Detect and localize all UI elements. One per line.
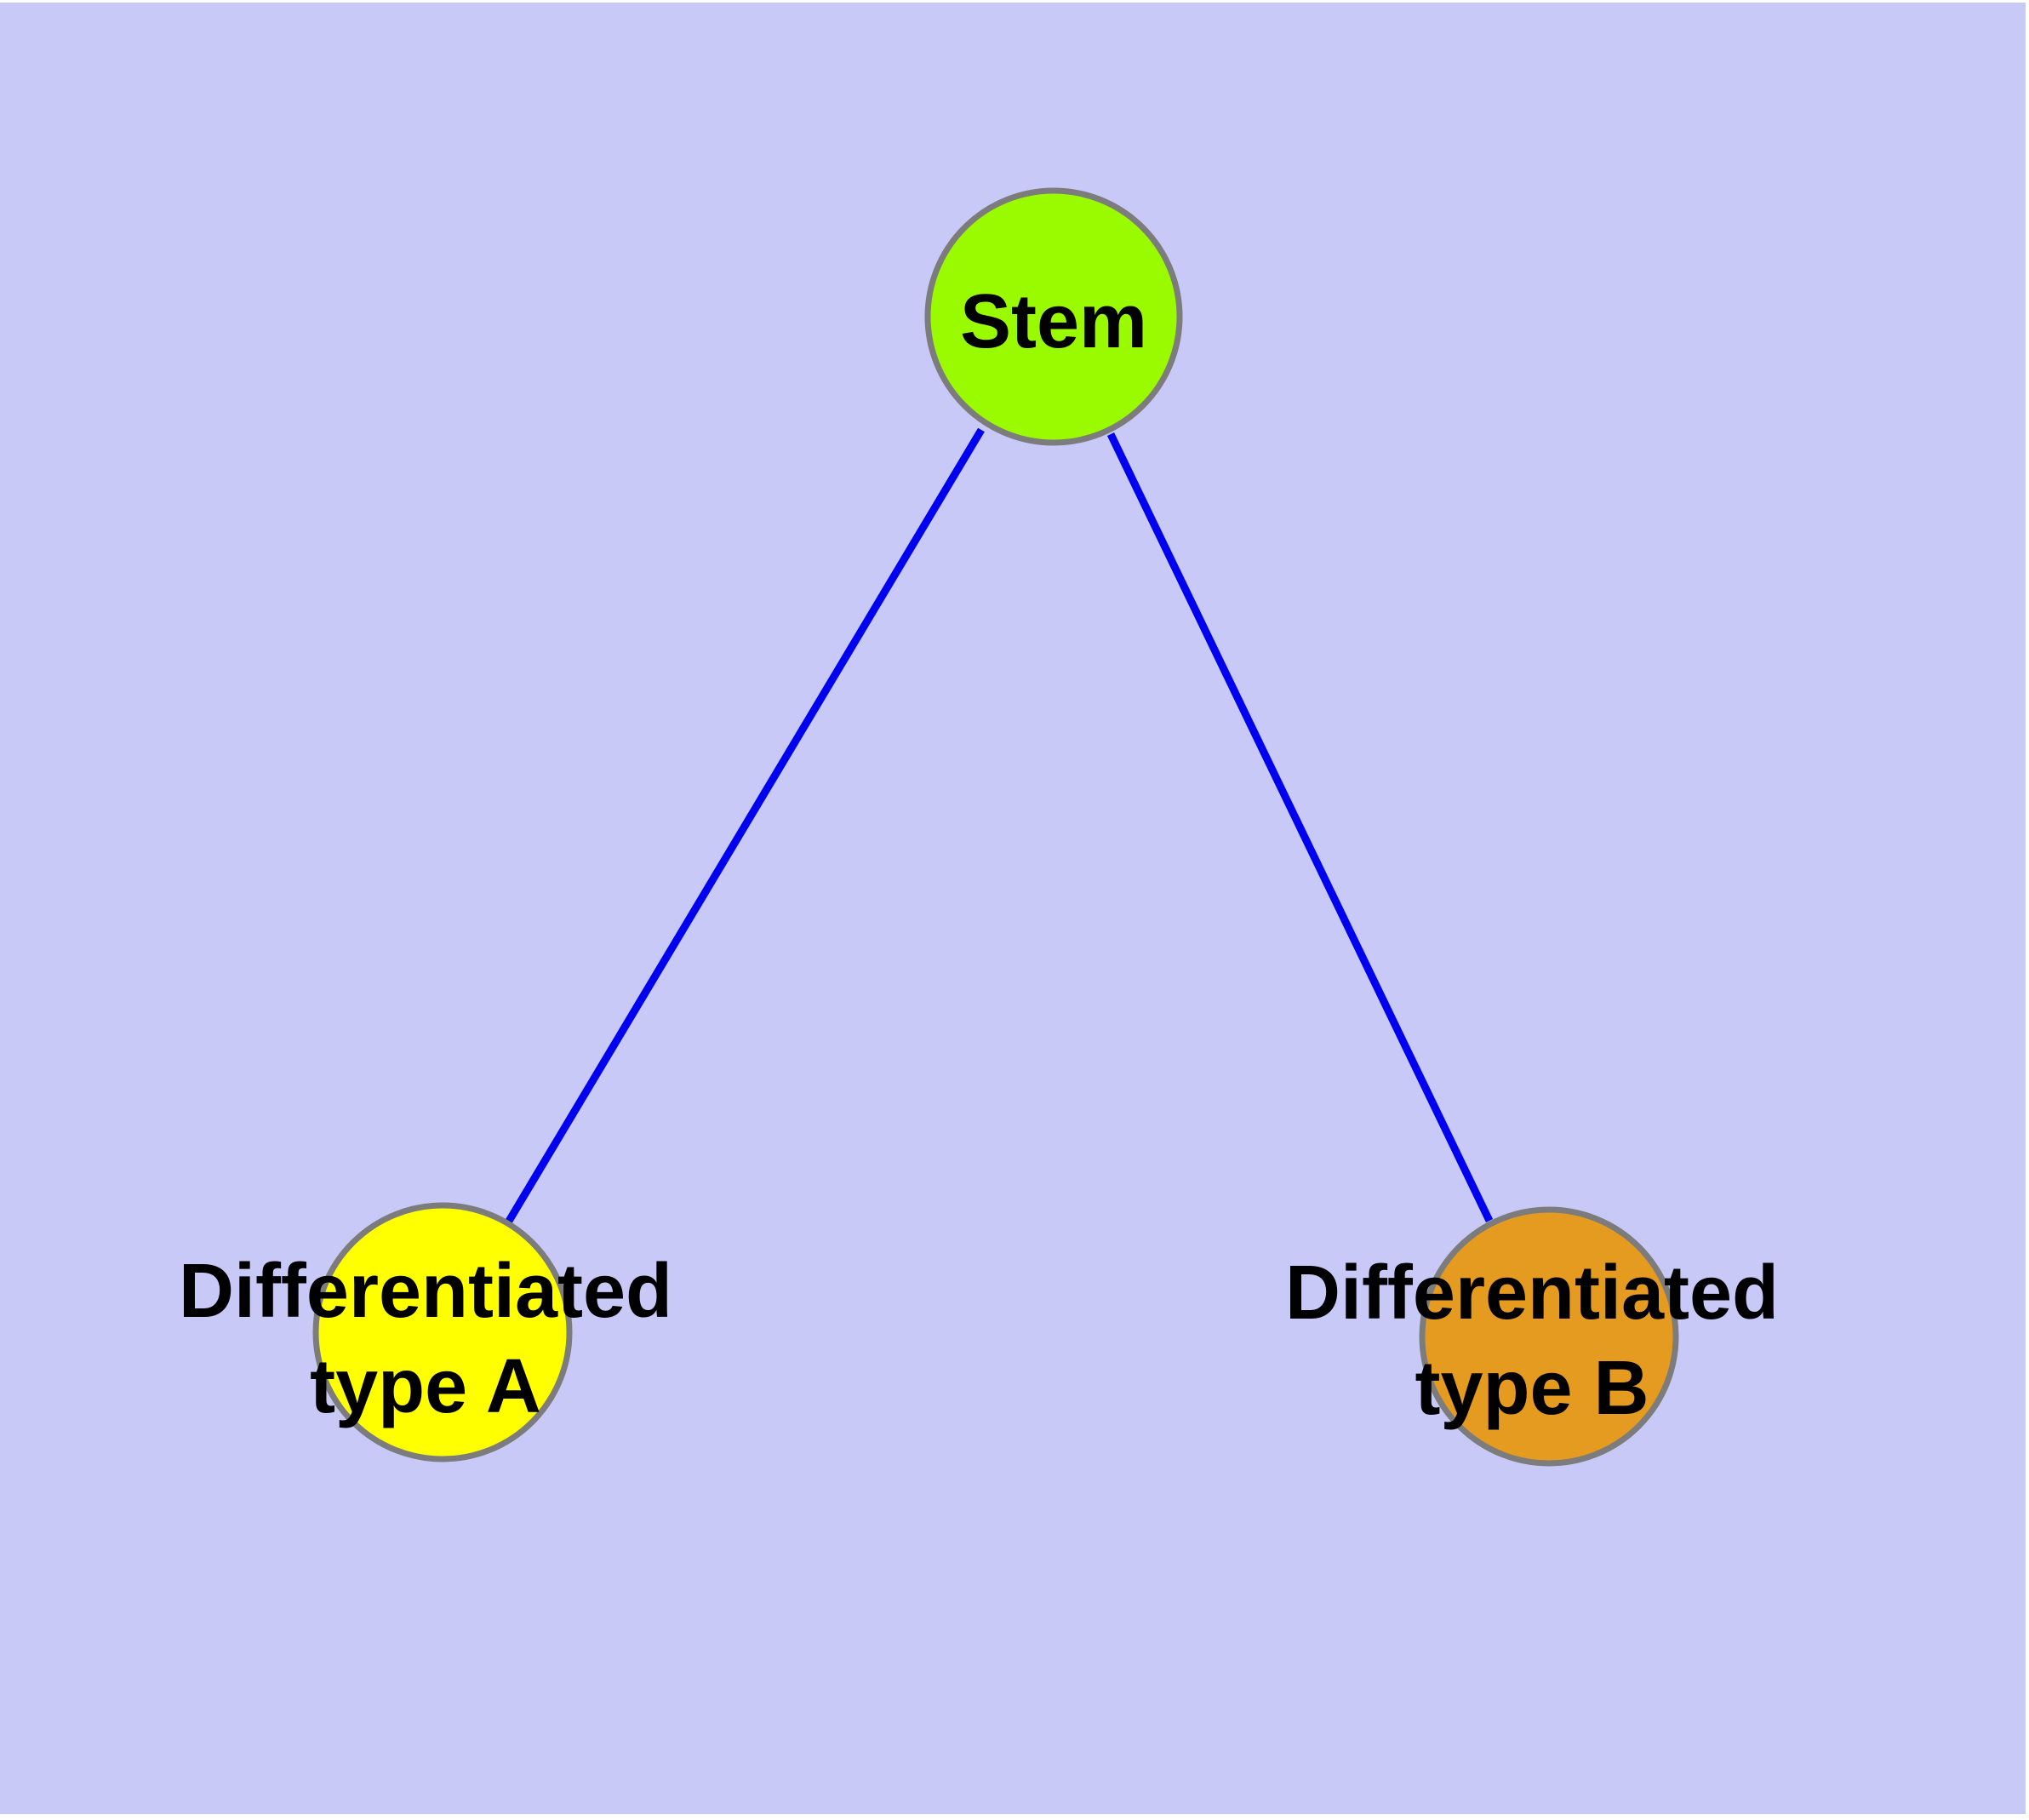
edge-stem-to-type-a [505,427,985,1225]
type-b-node-label-line1: Differentiated [1285,1251,1779,1336]
stem-node-label: Stem [960,279,1147,364]
type-b-node-label-line2: type B [1415,1346,1649,1431]
edge-stem-to-type-b [1106,432,1494,1222]
stem-node [924,187,1183,446]
type-a-node-label-line2: type A [310,1344,541,1429]
type-a-node [312,1202,573,1462]
type-a-node-label-line1: Differentiated [179,1249,672,1334]
type-b-node [1419,1206,1679,1467]
